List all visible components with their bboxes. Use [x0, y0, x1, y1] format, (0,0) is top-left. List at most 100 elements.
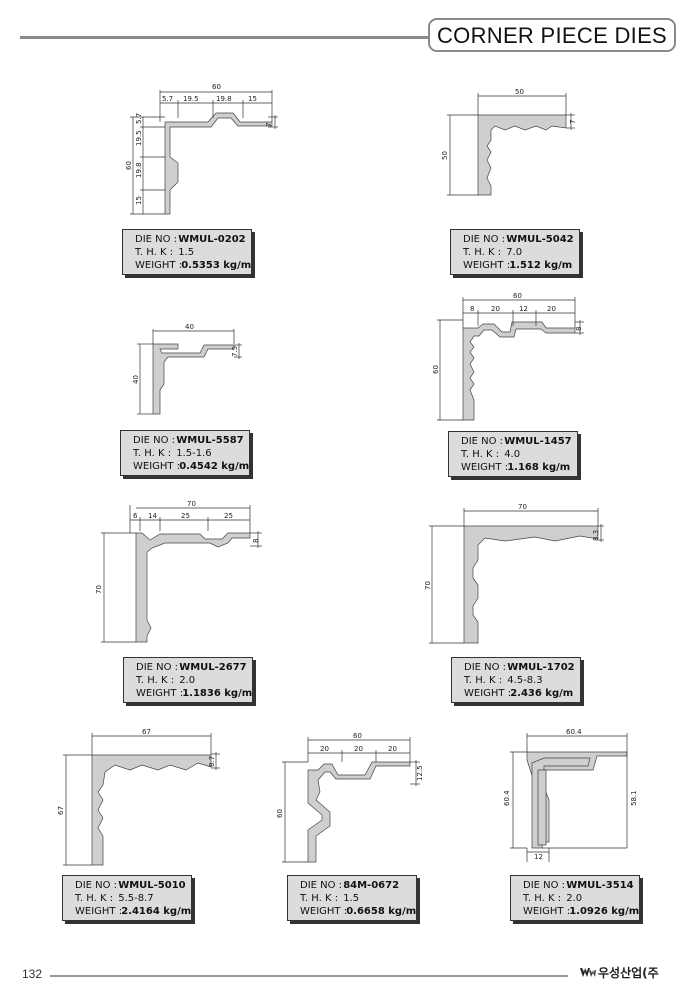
- dim: 15: [135, 196, 143, 205]
- die-no-value: WMUL-5042: [506, 234, 574, 245]
- thk-value: 4.5-8.3: [507, 675, 543, 686]
- company-name: 우성산업(주: [598, 966, 659, 980]
- dim: 15: [248, 95, 257, 103]
- die-no-value: WMUL-1457: [504, 436, 572, 447]
- profile-wmul-2677: [101, 505, 262, 643]
- weight-label: WEIGHT :: [523, 906, 571, 917]
- die-no-label: DIE NO :: [523, 880, 566, 891]
- thk-label: T. H. K :: [463, 247, 502, 258]
- dim: 70: [95, 585, 103, 594]
- page-number: 132: [22, 967, 43, 981]
- weight-value: 0.6658 kg/m: [346, 906, 417, 917]
- weight-value: 1.0926 kg/m: [569, 906, 640, 917]
- die-no-label: DIE NO :: [463, 234, 506, 245]
- thk-value: 4.0: [504, 449, 521, 460]
- dim: 25: [181, 512, 190, 520]
- dim: 6: [133, 512, 138, 520]
- header-rule: [20, 36, 428, 39]
- dim: 14: [148, 512, 157, 520]
- dim: 12: [534, 853, 543, 861]
- dim: 50: [515, 88, 524, 96]
- weight-label: WEIGHT :: [136, 688, 184, 699]
- thk-value: 2.0: [179, 675, 196, 686]
- dim: 20: [491, 305, 500, 313]
- weight-label: WEIGHT :: [133, 461, 181, 472]
- weight-value: 0.5353 kg/m: [181, 260, 252, 271]
- profile-wmul-5042: [447, 93, 575, 196]
- die-no-label: DIE NO :: [464, 662, 507, 673]
- die-no-label: DIE NO :: [300, 880, 343, 891]
- dim: 67: [57, 806, 65, 815]
- page-title: CORNER PIECE DIES: [436, 23, 668, 48]
- dimension-labels: 60 5.7 19.5 19.8 15 7 5.7 19.5 60 19.8 1…: [57, 83, 638, 861]
- die-card: DIE NO : WMUL-5010 T. H. K : 5.5-8.7 WEI…: [62, 875, 192, 921]
- dim: 5.7: [135, 113, 143, 124]
- thk-value: 2.0: [566, 893, 583, 904]
- logo-icon: [580, 968, 596, 977]
- die-no-label: DIE NO :: [136, 662, 179, 673]
- die-card: DIE NO : WMUL-1457 T. H. K : 4.0 WEIGHT …: [448, 431, 578, 477]
- weight-value: 2.4164 kg/m: [121, 906, 192, 917]
- dim: 60: [125, 161, 133, 170]
- footer-rule: [50, 975, 568, 977]
- dim: 60.4: [566, 728, 582, 736]
- die-no-label: DIE NO :: [461, 436, 504, 447]
- die-card: DIE NO : WMUL-0202 T. H. K : 1.5 WEIGHT …: [122, 229, 252, 275]
- dim: 50: [441, 151, 449, 160]
- thk-value: 7.0: [506, 247, 523, 258]
- die-no-label: DIE NO :: [133, 435, 176, 446]
- dim: 12.5: [416, 765, 424, 781]
- die-no-label: DIE NO :: [75, 880, 118, 891]
- profile-wmul-0202: [130, 90, 278, 215]
- die-card: DIE NO : WMUL-1702 T. H. K : 4.5-8.3 WEI…: [451, 657, 581, 703]
- thk-value: 1.5-1.6: [176, 448, 212, 459]
- dim: 8: [470, 305, 474, 313]
- thk-value: 1.5: [343, 893, 360, 904]
- dim: 19.8: [216, 95, 232, 103]
- thk-value: 1.5: [178, 247, 195, 258]
- dim: 20: [388, 745, 397, 753]
- die-no-value: WMUL-0202: [178, 234, 246, 245]
- dim: 20: [320, 745, 329, 753]
- thk-label: T. H. K :: [133, 448, 172, 459]
- weight-value: 1.1836 kg/m: [182, 688, 253, 699]
- page-title-box: CORNER PIECE DIES: [428, 18, 676, 52]
- weight-value: 1.512 kg/m: [509, 260, 573, 271]
- dim: 70: [518, 503, 527, 511]
- die-no-value: WMUL-2677: [179, 662, 247, 673]
- thk-label: T. H. K :: [464, 675, 503, 686]
- dim: 20: [547, 305, 556, 313]
- die-no-value: WMUL-1702: [507, 662, 575, 673]
- die-card: DIE NO : WMUL-2677 T. H. K : 2.0 WEIGHT …: [123, 657, 253, 703]
- weight-label: WEIGHT :: [461, 462, 509, 473]
- profile-wmul-5587: [137, 329, 242, 415]
- dim: 60: [276, 809, 284, 818]
- thk-label: T. H. K :: [136, 675, 175, 686]
- dim: 19.5: [183, 95, 199, 103]
- dim: 7: [265, 123, 273, 127]
- dim: 58.1: [630, 790, 638, 806]
- die-no-value: WMUL-5010: [118, 880, 186, 891]
- dim: 19.5: [135, 130, 143, 146]
- company-logo: 우성산업(주: [580, 964, 659, 981]
- die-card: DIE NO : WMUL-5042 T. H. K : 7.0 WEIGHT …: [450, 229, 580, 275]
- dim: 60: [432, 365, 440, 374]
- thk-label: T. H. K :: [461, 449, 500, 460]
- dim: 40: [185, 323, 194, 331]
- thk-label: T. H. K :: [523, 893, 562, 904]
- die-no-label: DIE NO :: [135, 234, 178, 245]
- profile-wmul-1457: [437, 297, 584, 421]
- profile-wmul-1702: [429, 508, 604, 644]
- weight-label: WEIGHT :: [135, 260, 183, 271]
- dim: 60: [513, 292, 522, 300]
- thk-label: T. H. K :: [135, 247, 174, 258]
- dim: 60: [212, 83, 221, 91]
- thk-value: 5.5-8.7: [118, 893, 154, 904]
- dim: 7.5: [231, 346, 239, 357]
- dim: 8.3: [592, 530, 600, 541]
- profile-wmul-3514: [510, 733, 628, 862]
- weight-value: 1.168 kg/m: [507, 462, 571, 473]
- dim: 19.8: [135, 162, 143, 178]
- dim: 40: [132, 375, 140, 384]
